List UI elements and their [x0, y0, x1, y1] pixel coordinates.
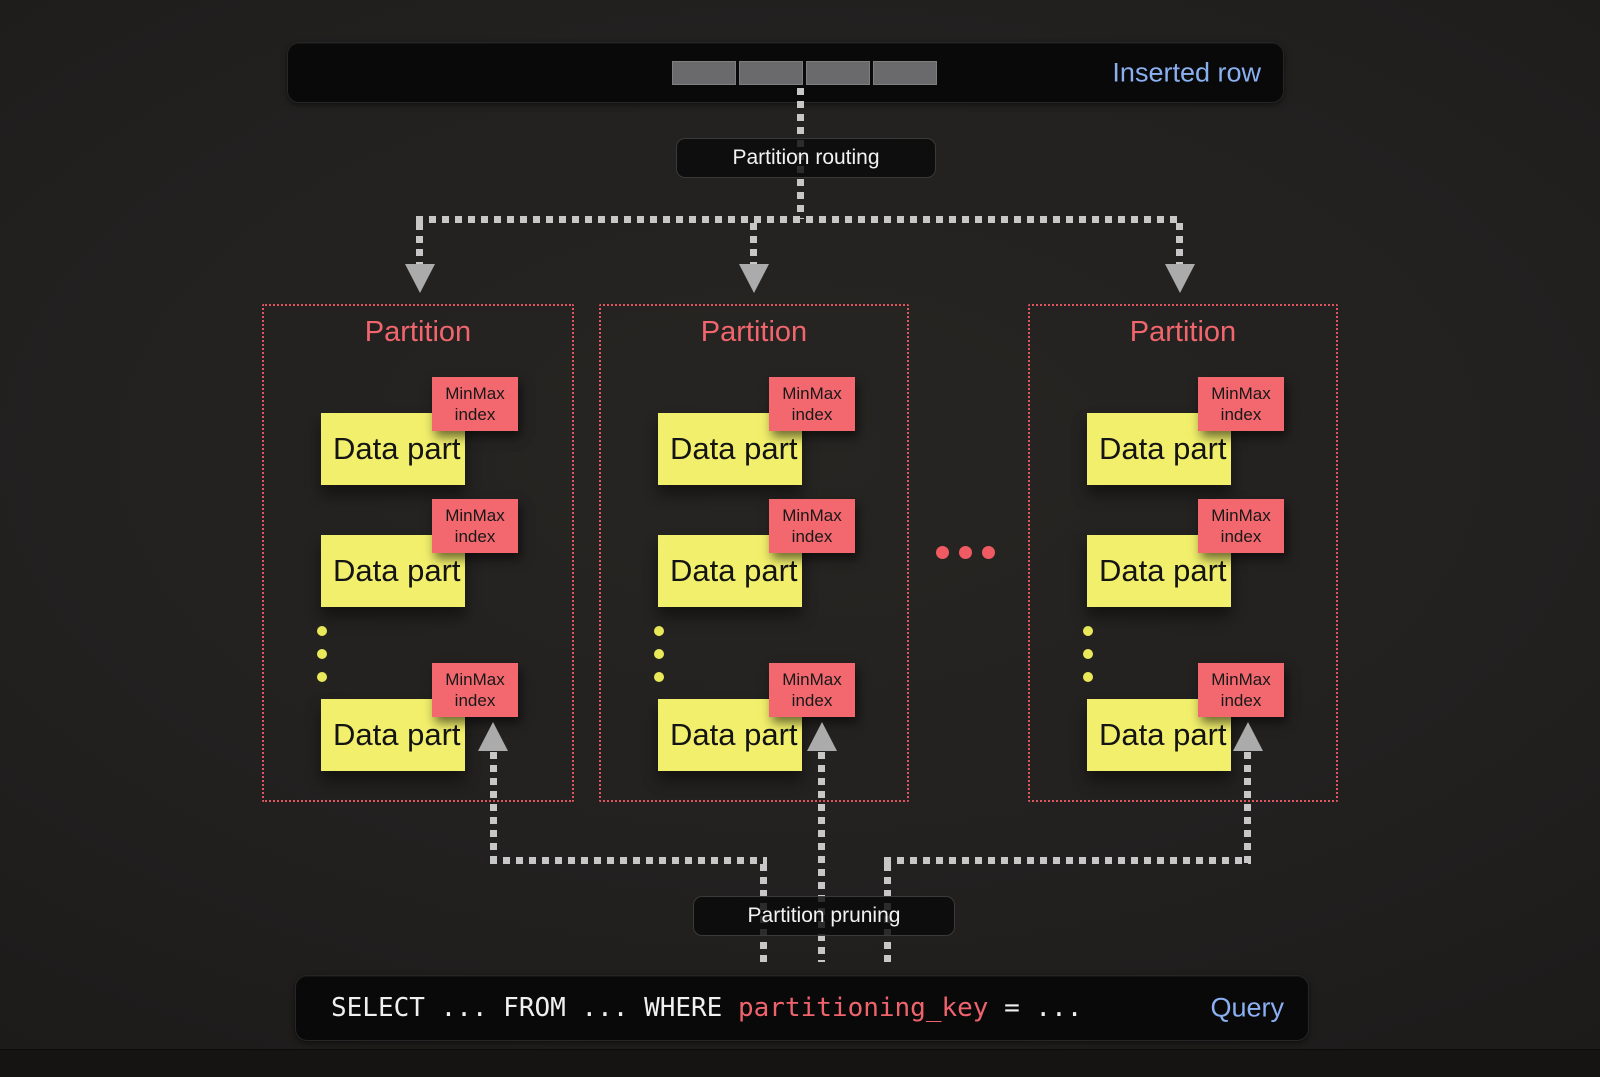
arrow-up-icon	[478, 722, 508, 751]
arrow-down-icon	[739, 264, 769, 293]
horizontal-ellipsis-dots	[936, 546, 995, 559]
minmax-index-tag: MinMax index	[769, 499, 855, 553]
partitioning-key-token: partitioning_key	[738, 993, 989, 1023]
routing-branch-right	[1176, 223, 1183, 265]
arrow-down-icon	[405, 264, 435, 293]
minmax-index-tag: MinMax index	[432, 499, 518, 553]
pruning-branch-left	[490, 752, 497, 864]
pruning-branch-right	[1244, 752, 1251, 864]
arrow-down-icon	[1165, 264, 1195, 293]
row-cell	[873, 61, 937, 85]
inserted-row-bar: Inserted row	[287, 42, 1284, 103]
pruning-line-horizontal-left	[490, 857, 767, 864]
query-label: Query	[1210, 992, 1284, 1023]
row-cell	[806, 61, 870, 85]
partition-title: Partition	[700, 316, 808, 348]
arrow-up-icon	[1233, 722, 1263, 751]
data-part-box: Data part	[1087, 413, 1231, 485]
minmax-index-tag: MinMax index	[432, 663, 518, 717]
minmax-index-tag: MinMax index	[1198, 377, 1284, 431]
partition-box-2: Partition MinMax index Data part MinMax …	[599, 304, 909, 802]
arrow-up-icon	[807, 722, 837, 751]
routing-branch-middle	[750, 223, 757, 265]
routing-branch-left	[416, 223, 423, 265]
partition-routing-label: Partition routing	[676, 138, 936, 178]
data-part-box: Data part	[321, 699, 465, 771]
vertical-ellipsis-dots	[559, 626, 759, 682]
partition-pruning-label: Partition pruning	[693, 896, 955, 936]
minmax-index-tag: MinMax index	[769, 663, 855, 717]
bottom-edge-band	[0, 1049, 1600, 1077]
routing-line-horizontal	[416, 216, 1183, 223]
inserted-row-label: Inserted row	[1112, 57, 1261, 87]
row-cell	[739, 61, 803, 85]
minmax-index-tag: MinMax index	[432, 377, 518, 431]
row-cell	[672, 61, 736, 85]
query-bar: SELECT ... FROM ... WHERE partitioning_k…	[295, 975, 1309, 1041]
pruning-line-horizontal-right	[884, 857, 1251, 864]
partition-title: Partition	[1129, 316, 1237, 348]
minmax-index-tag: MinMax index	[769, 377, 855, 431]
partition-box-1: Partition MinMax index Data part MinMax …	[262, 304, 574, 802]
minmax-index-tag: MinMax index	[1198, 499, 1284, 553]
pruning-branch-middle	[818, 752, 825, 962]
row-cells-icon	[672, 61, 937, 85]
sql-query-text: SELECT ... FROM ... WHERE partitioning_k…	[331, 993, 1083, 1023]
vertical-ellipsis-dots	[988, 626, 1188, 682]
partition-box-3: Partition MinMax index Data part MinMax …	[1028, 304, 1338, 802]
partition-title: Partition	[364, 316, 472, 348]
minmax-index-tag: MinMax index	[1198, 663, 1284, 717]
vertical-ellipsis-dots	[222, 626, 422, 682]
